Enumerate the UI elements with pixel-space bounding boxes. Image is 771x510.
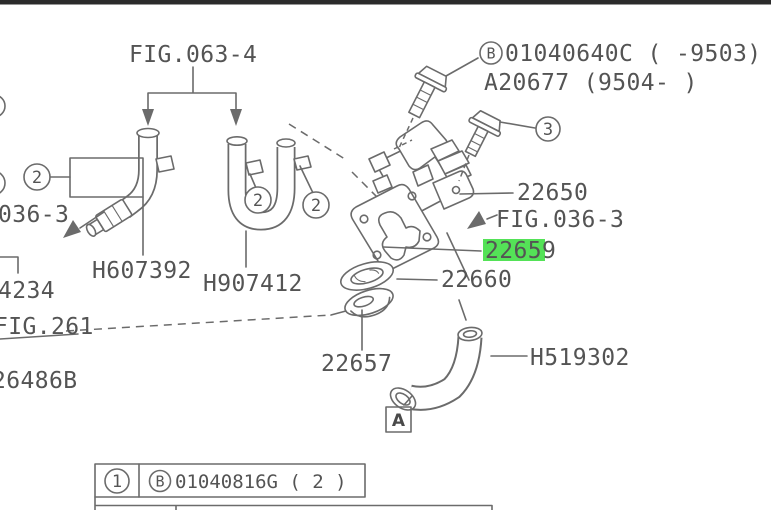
parts-table: 1 B 01040816G ( 2 ) bbox=[94, 463, 493, 510]
hose-clamp bbox=[293, 155, 312, 171]
part-label-h519302[interactable]: H519302 bbox=[530, 345, 630, 371]
part-label-22659[interactable]: 22659 bbox=[485, 238, 556, 264]
fig-063-4-label[interactable]: FIG.063-4 bbox=[129, 42, 257, 68]
part-label-h607392[interactable]: H607392 bbox=[92, 258, 192, 284]
dashed-leader-lines bbox=[0, 123, 387, 340]
arrow-down-left-icon bbox=[142, 109, 154, 126]
highlight-22659 bbox=[483, 239, 545, 261]
arrow-down-left-icon bbox=[467, 211, 486, 229]
part-label-22650[interactable]: 22650 bbox=[517, 180, 588, 206]
hose-nut bbox=[85, 198, 133, 237]
clipped-balloon-left-edge bbox=[0, 172, 6, 194]
balloon-2-left: 2 bbox=[23, 163, 51, 191]
bolt-b-label: B 01040640C ( -9503) A20677 (9504- ) bbox=[479, 41, 761, 96]
section-a-box: A bbox=[385, 406, 412, 433]
balloon-b-text: B bbox=[486, 45, 495, 63]
arrow-down-left-icon bbox=[63, 220, 81, 238]
oring-22660-drawing bbox=[340, 261, 394, 291]
balloon-3-text: 3 bbox=[543, 120, 553, 140]
table-row bbox=[94, 463, 366, 498]
hose-clamp bbox=[155, 155, 175, 173]
balloon-2-right: 2 bbox=[302, 191, 330, 219]
table-part-number: 01040816G ( 2 ) bbox=[175, 471, 347, 493]
bolt-b-drawing bbox=[398, 57, 479, 149]
part-label-22660[interactable]: 22660 bbox=[441, 267, 512, 293]
balloon-2-middle: 2 bbox=[244, 186, 272, 214]
table-item-number: 1 bbox=[112, 472, 122, 492]
fig-261-label[interactable]: FIG.261 bbox=[0, 314, 94, 340]
part-label-bolt-b[interactable]: 01040640C ( -9503) bbox=[505, 41, 761, 67]
fig-036-3-left-arrow-line bbox=[79, 211, 105, 229]
thermostat-22657-drawing bbox=[344, 287, 394, 318]
hose-end-fitting bbox=[276, 138, 296, 148]
hose-clamp bbox=[245, 159, 264, 176]
bolt-3-drawing bbox=[458, 109, 536, 182]
section-a-text: A bbox=[392, 411, 406, 431]
leader-lines-right bbox=[361, 192, 514, 351]
table-row-clipped bbox=[94, 496, 493, 510]
hose-end-fitting bbox=[136, 127, 160, 139]
balloon-3: 3 bbox=[535, 116, 561, 142]
part-label-4234[interactable]: 4234 bbox=[0, 278, 55, 304]
table-bolt-prefix: B bbox=[155, 473, 164, 491]
part-label-a20677[interactable]: A20677 (9504- ) bbox=[484, 70, 698, 96]
balloon-2-text: 2 bbox=[253, 191, 263, 211]
balloon-2-text: 2 bbox=[32, 168, 42, 188]
clipped-shape-left-edge bbox=[0, 95, 6, 117]
clipped-box-left-edge bbox=[0, 256, 19, 274]
fig-063-4-bracket bbox=[147, 66, 237, 111]
fig-063-4-callout: FIG.063-4 bbox=[129, 42, 257, 126]
hose-h519302 bbox=[389, 326, 528, 411]
arrow-down-right-icon bbox=[230, 109, 242, 126]
top-border-bar bbox=[0, 0, 771, 5]
fig-036-3-right-label[interactable]: FIG.036-3 bbox=[496, 207, 624, 233]
part-label-26486b[interactable]: 26486B bbox=[0, 368, 77, 394]
hose-h907412 bbox=[226, 136, 314, 268]
part-label-h907412[interactable]: H907412 bbox=[203, 271, 303, 297]
hose-end-fitting bbox=[226, 136, 248, 147]
part-label-22657[interactable]: 22657 bbox=[321, 351, 392, 377]
hose-h607392 bbox=[63, 127, 175, 256]
fig-036-3-left-label[interactable]: 036-3 bbox=[0, 202, 69, 228]
balloon-2-text: 2 bbox=[311, 196, 321, 216]
